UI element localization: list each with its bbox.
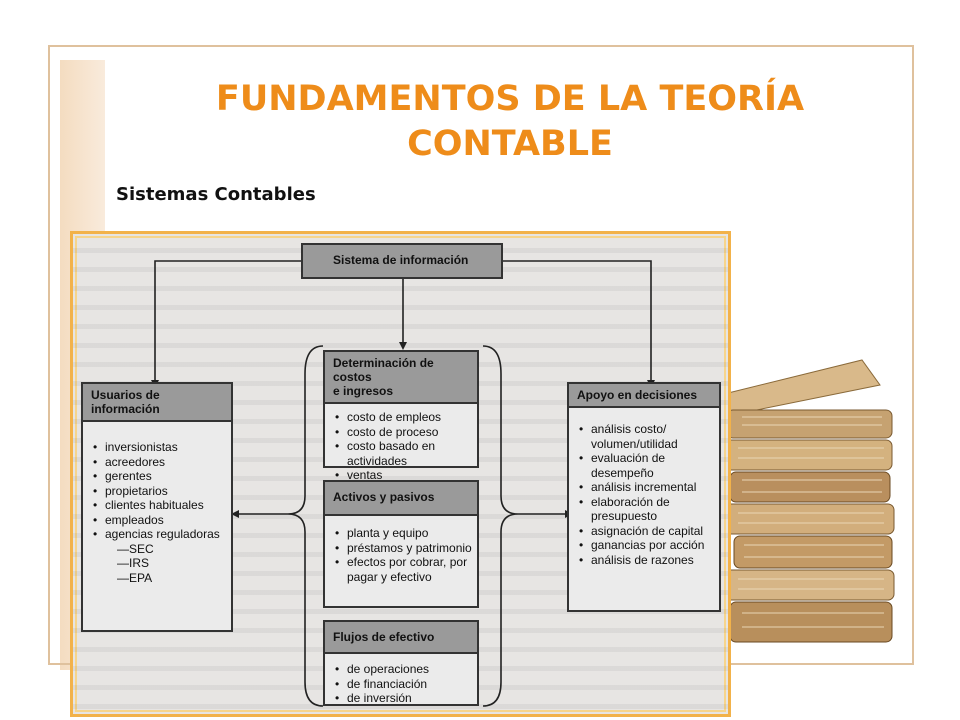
costs-income-box: Determinación de costos e ingresos costo…: [323, 350, 479, 482]
list-subitem: —IRS: [117, 556, 150, 570]
list-item: costo de empleos: [335, 410, 477, 425]
cash-flows-header: Flujos de efectivo: [325, 622, 477, 654]
list-item-continuation: pagar y efectivo: [347, 569, 432, 584]
slide-subtitle: Sistemas Contables: [116, 184, 316, 205]
list-item: asignación de capital: [579, 524, 719, 539]
info-users-box: Usuarios de información inversionistas a…: [81, 382, 233, 632]
list-item: de financiación: [335, 677, 477, 692]
assets-liabilities-header: Activos y pasivos: [325, 482, 477, 516]
title-line-2: CONTABLE: [407, 124, 613, 164]
list-item-continuation: presupuesto: [591, 509, 658, 523]
decision-support-box: Apoyo en decisiones análisis costo/ volu…: [567, 382, 721, 612]
list-subitem: —SEC: [117, 541, 154, 556]
list-item: costo basado en actividades: [335, 439, 477, 468]
list-item-continuation: volumen/utilidad: [591, 436, 678, 451]
costs-income-header: Determinación de costos e ingresos: [325, 352, 477, 404]
list-item: préstamos y patrimonio: [335, 541, 477, 556]
assets-liabilities-box: Activos y pasivos planta y equipo présta…: [323, 480, 479, 608]
title-line-1: FUNDAMENTOS DE LA TEORÍA: [215, 79, 805, 119]
list-item: evaluación de: [579, 451, 719, 466]
info-system-box: Sistema de información: [301, 243, 503, 279]
list-item: planta y equipo: [335, 526, 477, 541]
header-line: e ingresos: [333, 384, 394, 398]
list-item: costo de proceso: [335, 425, 477, 440]
header-line: Determinación de costos: [333, 356, 434, 384]
decision-support-header: Apoyo en decisiones: [569, 384, 719, 408]
list-item: ganancias por acción: [579, 538, 719, 553]
list-item: análisis costo/: [579, 422, 719, 437]
cash-flows-box: Flujos de efectivo de operaciones de fin…: [323, 620, 479, 706]
list-item: propietarios: [93, 484, 231, 499]
list-item: agencias reguladoras: [93, 527, 231, 542]
list-item: ventas: [335, 468, 477, 483]
list-item: análisis de razones: [579, 553, 719, 568]
list-item: clientes habituales: [93, 498, 231, 513]
slide-title: FUNDAMENTOS DE LA TEORÍA CONTABLE: [160, 77, 860, 167]
list-item-continuation: desempeño: [591, 465, 654, 480]
list-item: inversionistas: [93, 440, 231, 455]
diagram-image: Sistema de información Usuarios de infor…: [70, 231, 731, 717]
list-item: empleados: [93, 513, 231, 528]
info-users-header: Usuarios de información: [83, 384, 231, 422]
list-item: análisis incremental: [579, 480, 719, 495]
info-system-label: Sistema de información: [333, 253, 469, 267]
book-stack: [719, 359, 895, 643]
diagram-connectors: [151, 260, 655, 707]
list-item: gerentes: [93, 469, 231, 484]
list-item: acreedores: [93, 455, 231, 470]
books-illustration: [719, 359, 895, 643]
list-subitem: —EPA: [117, 570, 153, 585]
list-item: de operaciones: [335, 662, 477, 677]
list-item: elaboración de: [579, 495, 719, 510]
list-item: de inversión: [335, 691, 477, 706]
list-item: efectos por cobrar, por: [335, 555, 477, 570]
